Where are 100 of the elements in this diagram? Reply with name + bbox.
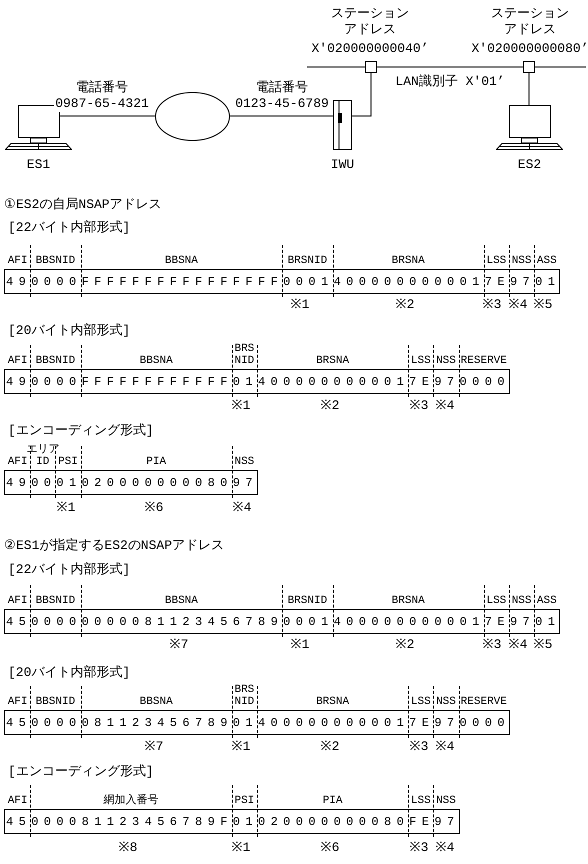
field-name: BRSNA	[392, 595, 425, 607]
field-value: 01	[535, 614, 560, 630]
field-value: 400000000001	[334, 614, 485, 630]
field-value: 0000	[31, 374, 82, 390]
note-mark: ※2	[320, 398, 340, 414]
field-name: BBSNA	[140, 696, 173, 708]
field-name: NSS	[234, 456, 254, 468]
field-name: 網加入番号	[103, 795, 158, 807]
field-value: 97	[510, 274, 536, 290]
field-name: BBSNID	[36, 355, 76, 367]
field-name: BRS NID	[233, 343, 256, 367]
field-value: 97	[434, 814, 460, 830]
field-value: 7E	[409, 715, 434, 731]
field-value: 01	[56, 475, 82, 491]
field-value: 0000	[460, 374, 510, 390]
field-name: RESERVE	[460, 355, 507, 367]
field-value: 000081123456789F	[31, 814, 233, 830]
field-value: 400000000001	[258, 715, 410, 731]
field-value: FE	[409, 814, 434, 830]
field-value: 020000000080	[82, 475, 233, 491]
note-mark: ※1	[232, 398, 250, 414]
field-name: BBSNID	[36, 255, 76, 267]
field-value: 49	[6, 374, 32, 390]
connection-line	[534, 66, 586, 68]
connection-line	[306, 66, 366, 68]
field-name: BRSNA	[316, 696, 350, 708]
note-mark: ※3	[482, 637, 502, 653]
field-value: 97	[434, 715, 460, 731]
connection-line	[352, 72, 372, 116]
field-value: 45	[6, 814, 32, 830]
note-mark: ※4	[232, 500, 252, 516]
field-name: BBSNID	[36, 595, 76, 607]
note-mark: ※7	[144, 739, 164, 755]
field-value: 49	[6, 274, 32, 290]
field-name: AFI	[8, 355, 28, 367]
address-field-box	[4, 269, 560, 294]
note-mark: ※1	[232, 840, 250, 856]
field-value: 97	[510, 614, 536, 630]
field-value: 0000	[31, 715, 82, 731]
field-name: BBSNID	[36, 696, 76, 708]
note-mark: ※2	[320, 739, 340, 755]
format-heading: [エンコーディング形式]	[8, 764, 154, 780]
address-field-box	[4, 809, 460, 834]
field-name: LSS	[410, 696, 431, 708]
field-name: RESERVE	[460, 696, 507, 708]
field-value: 0000081123456789	[82, 614, 284, 630]
field-name: PSI	[234, 795, 254, 807]
connection-line	[528, 72, 530, 106]
field-name: NSS	[436, 795, 456, 807]
field-value: FFFFFFFFFFFF	[82, 374, 233, 390]
format-heading: [20バイト内部形式]	[8, 665, 130, 681]
field-name: AFI	[8, 595, 28, 607]
field-name: PSI	[58, 456, 78, 468]
field-name: PIA	[322, 795, 342, 807]
field-name: LSS	[410, 355, 431, 367]
note-mark: ※8	[118, 840, 138, 856]
note-mark: ※6	[320, 840, 340, 856]
field-value: 97	[434, 374, 460, 390]
field-value: 45	[6, 715, 32, 731]
field-value: 7E	[484, 614, 510, 630]
note-mark: ※4	[436, 840, 454, 856]
field-name: LSS	[410, 795, 431, 807]
field-name: AFI	[8, 696, 28, 708]
field-name: NSS	[512, 255, 532, 267]
note-mark: ※4	[508, 297, 528, 313]
field-value: 00	[31, 475, 56, 491]
computer-icon	[496, 105, 563, 150]
address-field-box	[4, 609, 560, 634]
station-address-value: X'020000000040’	[311, 41, 429, 57]
format-heading: [22バイト内部形式]	[8, 562, 130, 578]
note-mark: ※3	[410, 840, 428, 856]
field-name: NSS	[436, 696, 456, 708]
edge-label: 電話番号 0987-65-4321	[54, 80, 150, 112]
field-name: BRS NID	[233, 684, 256, 708]
note-mark: ※3	[482, 297, 502, 313]
station-address-value: X'020000000080’	[471, 41, 588, 57]
field-name: AFI	[8, 795, 28, 807]
field-value: 01	[232, 715, 258, 731]
note-mark: ※5	[534, 297, 552, 313]
field-value: 020000000080	[258, 814, 410, 830]
field-value: 01	[535, 274, 560, 290]
connection-line	[376, 66, 524, 68]
field-name: PIA	[146, 456, 166, 468]
field-name: ASS	[536, 595, 557, 607]
format-heading: [20バイト内部形式]	[8, 323, 130, 339]
note-mark: ※4	[508, 637, 528, 653]
field-value: 7E	[409, 374, 434, 390]
field-value: 01	[232, 374, 258, 390]
field-value: 7E	[484, 274, 510, 290]
note-mark: ※1	[290, 637, 310, 653]
field-name: ASS	[536, 255, 557, 267]
address-field-box	[4, 470, 258, 495]
note-mark: ※4	[436, 398, 454, 414]
note-mark: ※1	[56, 500, 76, 516]
note-mark: ※4	[436, 739, 454, 755]
field-name: BRSNA	[392, 255, 425, 267]
field-name: LSS	[486, 595, 506, 607]
field-value: 0001	[283, 614, 334, 630]
device-label: IWU	[330, 157, 354, 173]
address-field-box	[4, 369, 510, 394]
